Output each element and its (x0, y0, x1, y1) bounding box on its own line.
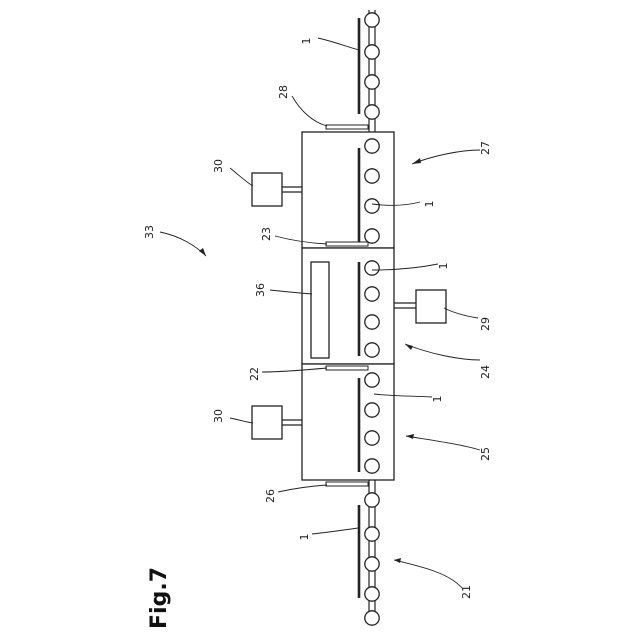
roller (365, 229, 379, 243)
ref-25: 25 (479, 447, 492, 461)
ref-1-top: 1 (300, 38, 313, 45)
ref-33: 33 (143, 225, 156, 239)
figure-label: Fig.7 (147, 567, 172, 629)
chamber-25 (302, 364, 394, 480)
ref-23: 23 (260, 227, 273, 241)
source-36 (311, 262, 329, 358)
gate-26 (326, 482, 368, 486)
roller (365, 587, 379, 601)
gate-28 (326, 125, 368, 129)
roller (365, 75, 379, 89)
ref-26: 26 (264, 489, 277, 503)
ref-1-chamber-27: 1 (423, 201, 436, 208)
ref-30-bottom: 30 (212, 409, 225, 423)
roller (365, 557, 379, 571)
pump-30-bottom (252, 406, 302, 439)
roller (365, 45, 379, 59)
ref-28: 28 (277, 85, 290, 99)
roller (365, 199, 379, 213)
ref-21: 21 (460, 585, 473, 599)
roller (365, 403, 379, 417)
roller (365, 373, 379, 387)
chamber-27 (302, 132, 394, 248)
roller (365, 169, 379, 183)
ref-29: 29 (479, 317, 492, 331)
pump-29 (394, 290, 446, 323)
ref-22: 22 (248, 367, 261, 381)
roller (365, 611, 379, 625)
roller (365, 431, 379, 445)
ref-1-chamber-25: 1 (431, 396, 444, 403)
roller (365, 527, 379, 541)
gate-22 (326, 366, 368, 370)
roller (365, 315, 379, 329)
ref-30-top: 30 (212, 159, 225, 173)
ref-1-bottom: 1 (298, 534, 311, 541)
ref-24: 24 (479, 365, 492, 379)
ref-36: 36 (254, 283, 267, 297)
gate-23 (326, 242, 368, 246)
roller (365, 139, 379, 153)
roller (365, 13, 379, 27)
roller (365, 459, 379, 473)
roller (365, 493, 379, 507)
ref-27: 27 (479, 141, 492, 155)
roller (365, 105, 379, 119)
pump-30-top (252, 173, 302, 206)
roller (365, 343, 379, 357)
roller (365, 261, 379, 275)
ref-1-chamber-24: 1 (437, 263, 450, 270)
roller (365, 287, 379, 301)
